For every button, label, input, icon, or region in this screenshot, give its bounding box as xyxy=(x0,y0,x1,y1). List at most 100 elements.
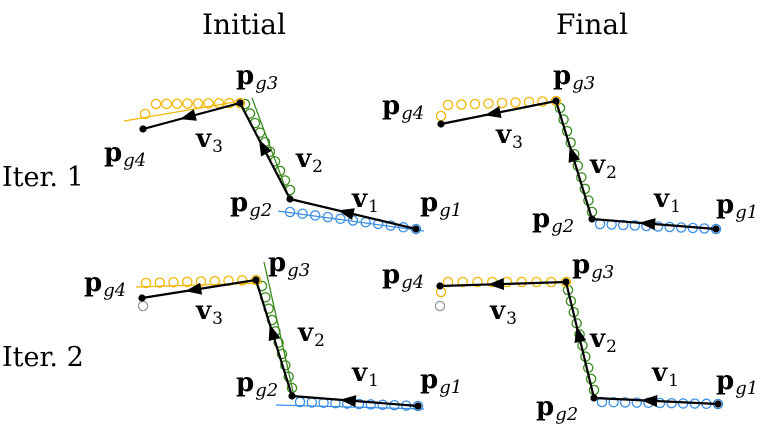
iter1-final-sample-seg3 xyxy=(442,99,454,111)
iter1-final-sample-seg1 xyxy=(629,220,641,231)
iter1-initial-sample-seg1 xyxy=(335,213,346,225)
iter1-initial-sample-seg1 xyxy=(309,210,321,221)
iter1-final-label-v3: v3 xyxy=(496,120,523,153)
iter2-final-sample-seg1 xyxy=(608,396,619,408)
iter2-final-sample-seg1 xyxy=(666,397,677,409)
iter1-initial-sample-seg3 xyxy=(150,98,162,110)
iter2-initial-label-pg3: pg3 xyxy=(268,248,311,281)
iter2-final-label-pg4: pg4 xyxy=(382,260,425,293)
iter1-initial-point-4 xyxy=(139,125,147,133)
row-label-iter-2: Iter. 2 xyxy=(2,342,84,373)
iter2-initial-sample-seg2 xyxy=(273,337,284,348)
iter2-final-sample-seg3 xyxy=(457,276,468,288)
iter1-initial-arrowhead-1 xyxy=(337,208,355,220)
iter2-initial-arrowhead-2 xyxy=(268,324,281,342)
iter2-initial-sample-seg1 xyxy=(377,399,388,411)
iter2-final-label-pg2: pg2 xyxy=(536,392,579,425)
iter1-initial-point-3 xyxy=(236,99,244,107)
iter2-final-arrowhead-3 xyxy=(487,277,505,290)
iter1-initial-sample-seg3 xyxy=(213,98,225,109)
iter1-initial-sample-seg1 xyxy=(385,220,397,231)
iter1-initial-label-pg3: pg3 xyxy=(236,61,279,94)
iter2-initial-sample-seg2 xyxy=(280,360,291,371)
iter1-initial-label-v3: v3 xyxy=(196,124,223,157)
iter1-final-sample-seg3 xyxy=(537,96,548,107)
iter2-final-point-3 xyxy=(562,278,570,286)
iter1-initial-label-pg2: pg2 xyxy=(230,188,273,221)
iter2-initial-point-1 xyxy=(414,402,422,410)
iter1-final-label-pg3: pg3 xyxy=(553,61,596,94)
iter2-initial-sample-seg3 xyxy=(195,276,207,287)
column-header-final: Final xyxy=(556,8,629,41)
iter2-initial-label-pg1: pg1 xyxy=(420,365,463,398)
iter2-final-sample-seg3 xyxy=(516,276,528,288)
iter1-final-label-v2: v2 xyxy=(590,150,617,183)
iter2-initial-sample-seg2 xyxy=(283,371,294,382)
iter2-final-discarded-sample xyxy=(434,300,446,312)
iter1-final-arrowhead-3 xyxy=(484,106,502,119)
iter2-initial-sample-seg3 xyxy=(140,277,152,289)
iter1-final-label-pg4: pg4 xyxy=(382,91,425,124)
iter1-initial-point-2 xyxy=(286,195,294,203)
iter1-initial-sample-seg3 xyxy=(161,98,172,110)
iter2-initial-sample-seg3 xyxy=(168,276,179,288)
iter2-initial-discarded-sample xyxy=(137,300,149,312)
iter1-initial-arrowhead-3 xyxy=(179,109,197,121)
iter2-final-label-v3: v3 xyxy=(490,296,517,329)
iter2-initial-point-2 xyxy=(288,392,296,400)
iter2-initial-sample-seg3 xyxy=(154,277,165,288)
iter1-final-sample-seg3 xyxy=(510,97,521,108)
iter1-final-arrowhead-2 xyxy=(568,145,581,163)
iter2-initial-point-3 xyxy=(252,276,260,284)
iter2-final-arrowhead-2 xyxy=(574,326,587,344)
iter1-final-point-1 xyxy=(712,225,720,233)
iter2-initial-arrowhead-3 xyxy=(185,282,203,295)
iter1-initial-label-v1: v1 xyxy=(352,184,379,217)
iter1-final-label-pg1: pg1 xyxy=(716,190,759,223)
iter1-initial-sample-seg3 xyxy=(203,98,214,109)
iter2-final-arrowhead-1 xyxy=(641,395,658,408)
iter2-final-point-2 xyxy=(590,394,598,402)
iter2-final-sample-seg3 xyxy=(472,276,483,288)
iter1-final-sample-seg1 xyxy=(617,219,629,231)
iter2-initial-label-v1: v1 xyxy=(352,358,379,391)
iter1-final-label-pg2: pg2 xyxy=(532,204,575,237)
iter2-final-label-v2: v2 xyxy=(590,324,617,357)
iter2-final-point-4 xyxy=(436,282,444,290)
iter2-initial-label-v3: v3 xyxy=(196,296,223,329)
iter1-initial-fit-line-1 xyxy=(277,210,425,232)
iter1-final-sample-seg3 xyxy=(456,99,467,110)
iter1-final-sample-seg3 xyxy=(496,97,508,109)
iter1-initial-sample-seg1 xyxy=(284,206,296,218)
iter1-initial-sample-seg1 xyxy=(322,211,334,223)
iter1-initial-fit-line-2 xyxy=(251,97,291,201)
iter1-final-label-v1: v1 xyxy=(654,184,681,217)
iter2-final-label-pg1: pg1 xyxy=(716,366,759,399)
iter1-initial-arrowhead-2 xyxy=(259,139,272,157)
iter2-final-label-pg3: pg3 xyxy=(572,250,615,283)
iter1-initial-sample-seg3 xyxy=(171,98,183,110)
iter1-initial-sample-seg1 xyxy=(297,208,308,219)
column-header-initial: Initial xyxy=(202,8,286,41)
iter2-initial-label-pg4: pg4 xyxy=(84,268,127,301)
iter1-initial-sample-seg3 xyxy=(139,108,151,120)
iter1-final-point-4 xyxy=(437,120,445,128)
iter2-initial-sample-seg3 xyxy=(181,276,193,288)
iter1-initial-sample-seg3 xyxy=(182,98,193,109)
iter1-final-point-2 xyxy=(588,215,596,223)
row-label-iter-1: Iter. 1 xyxy=(2,162,84,193)
iter1-initial-sample-seg3 xyxy=(234,97,246,109)
iter2-initial-sample-seg2 xyxy=(276,348,288,360)
iter2-final-label-v1: v1 xyxy=(652,358,679,391)
iter2-final-sample-seg1 xyxy=(631,397,643,408)
iter1-final-arrowhead-1 xyxy=(639,218,656,231)
iter2-final-sample-seg1 xyxy=(619,397,631,408)
iter1-final-sample-seg3 xyxy=(469,98,481,110)
iter1-final-sample-seg1 xyxy=(664,221,675,233)
iter1-final-point-3 xyxy=(552,97,560,105)
iter2-initial-label-pg2: pg2 xyxy=(236,368,279,401)
iter2-initial-point-4 xyxy=(138,294,146,302)
iter1-initial-label-pg1: pg1 xyxy=(420,188,463,221)
